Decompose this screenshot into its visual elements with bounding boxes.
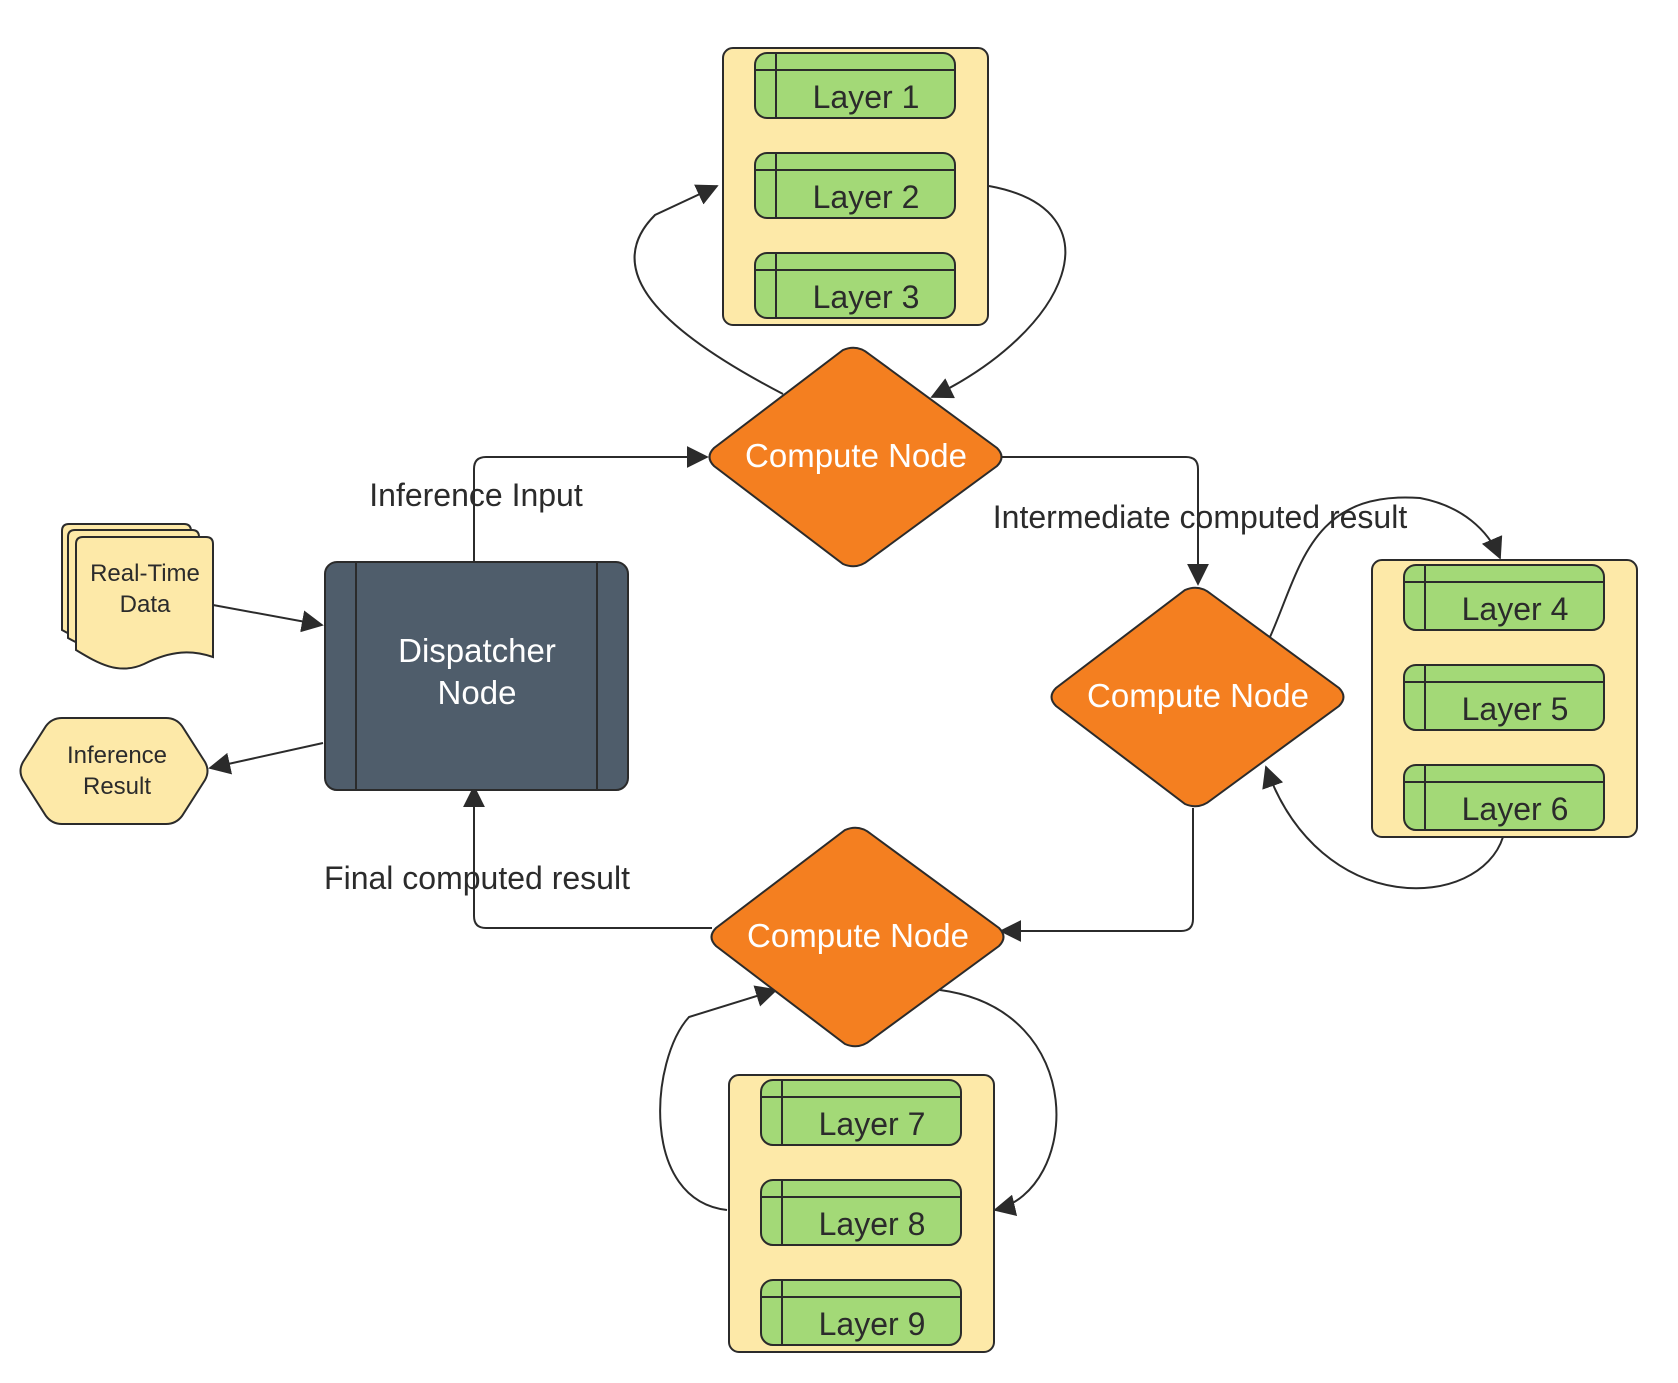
realtime-data-label-line1: Real-Time <box>90 560 200 587</box>
layer-label: Layer 2 <box>813 179 920 215</box>
edge-compute-bottom-to-dispatcher <box>463 785 712 929</box>
inference-result-node: Inference Result <box>19 717 209 825</box>
layer-group-right: Layer 4 Layer 5 Layer 6 <box>1371 559 1638 838</box>
layer-box: Layer 4 <box>1403 564 1605 631</box>
layer-label: Layer 9 <box>819 1306 926 1342</box>
edge-dispatcher-to-result <box>208 742 324 775</box>
layer-box: Layer 5 <box>1403 664 1605 731</box>
dispatcher-label-line2: Node <box>438 674 517 711</box>
layer-box: Layer 8 <box>760 1179 962 1246</box>
edge-label-inference-input: Inference Input <box>369 477 583 513</box>
compute-node-bottom: Compute Node <box>710 826 1005 1048</box>
edge-label-final: Final computed result <box>324 860 630 896</box>
layer-box: Layer 3 <box>754 252 956 319</box>
loop-bottom-in <box>939 989 1058 1217</box>
compute-node-right: Compute Node <box>1050 586 1345 808</box>
inference-result-label-line2: Result <box>83 773 151 800</box>
edges <box>208 184 1504 1217</box>
realtime-data-label-line2: Data <box>120 591 171 618</box>
layer-box: Layer 1 <box>754 52 956 119</box>
layer-label: Layer 5 <box>1462 691 1569 727</box>
compute-node-top: Compute Node <box>708 346 1003 568</box>
loop-bottom-out <box>659 985 778 1211</box>
compute-node-label: Compute Node <box>745 437 967 474</box>
layer-label: Layer 8 <box>819 1206 926 1242</box>
loop-right-in <box>1262 765 1504 890</box>
edge-realtime-to-dispatcher <box>212 604 324 633</box>
edge-label-intermediate: Intermediate computed result <box>993 499 1408 535</box>
layer-box: Layer 7 <box>760 1079 962 1146</box>
realtime-data-document: Real-Time Data <box>61 523 214 670</box>
edge-dispatcher-to-compute-top <box>473 446 709 562</box>
loop-right-out <box>1269 496 1503 638</box>
compute-node-label: Compute Node <box>1087 677 1309 714</box>
edge-compute-top-to-compute-right <box>1000 456 1209 586</box>
loop-top-in <box>930 185 1067 399</box>
layer-box: Layer 2 <box>754 152 956 219</box>
layer-group-top: Layer 1 Layer 2 Layer 3 <box>722 47 989 326</box>
loop-top-out <box>633 184 784 395</box>
layer-label: Layer 3 <box>813 279 920 315</box>
layer-label: Layer 7 <box>819 1106 926 1142</box>
layer-group-bottom: Layer 7 Layer 8 Layer 9 <box>728 1074 995 1353</box>
layer-label: Layer 4 <box>1462 591 1569 627</box>
layer-box: Layer 6 <box>1403 764 1605 831</box>
edge-compute-right-to-compute-bottom <box>999 808 1194 942</box>
dispatcher-node: Dispatcher Node <box>324 561 629 791</box>
inference-result-label-line1: Inference <box>67 742 167 769</box>
layer-label: Layer 6 <box>1462 791 1569 827</box>
compute-node-label: Compute Node <box>747 917 969 954</box>
layer-box: Layer 9 <box>760 1279 962 1346</box>
dispatcher-label-line1: Dispatcher <box>398 632 556 669</box>
layer-label: Layer 1 <box>813 79 920 115</box>
